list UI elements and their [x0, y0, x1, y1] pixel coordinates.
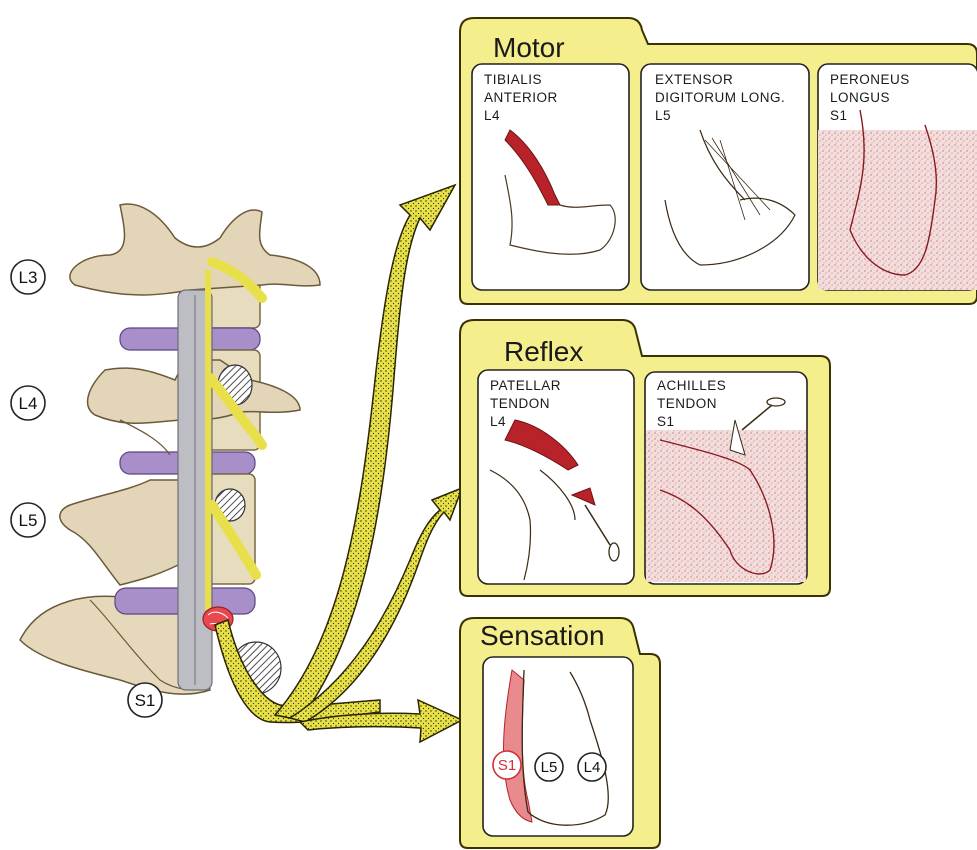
svg-text:LONGUS: LONGUS: [830, 90, 890, 105]
svg-text:S1: S1: [498, 757, 516, 774]
svg-text:S1: S1: [135, 691, 156, 710]
svg-text:S1: S1: [830, 108, 848, 123]
svg-text:L4: L4: [490, 414, 506, 429]
svg-text:PATELLAR: PATELLAR: [490, 378, 561, 393]
svg-text:TENDON: TENDON: [657, 396, 717, 411]
svg-text:ACHILLES: ACHILLES: [657, 378, 726, 393]
dermatome-label-l5: L5: [535, 753, 563, 781]
svg-text:L4: L4: [584, 759, 601, 776]
svg-text:TIBIALIS: TIBIALIS: [484, 72, 542, 87]
svg-text:L5: L5: [655, 108, 671, 123]
level-label-l4: L4: [11, 386, 45, 420]
svg-text:L5: L5: [541, 759, 558, 776]
svg-text:L4: L4: [484, 108, 500, 123]
sensation-title: Sensation: [480, 620, 605, 651]
svg-text:L4: L4: [19, 394, 38, 413]
level-label-l5: L5: [11, 503, 45, 537]
svg-text:S1: S1: [657, 414, 675, 429]
svg-text:PERONEUS: PERONEUS: [830, 72, 910, 87]
vertebra-l5-processes: [60, 480, 188, 585]
vertebra-l3-processes: [70, 204, 320, 295]
motor-panel: Motor TIBIALIS ANTERIOR L4 EXTENSOR DIGI…: [460, 18, 977, 304]
svg-text:TENDON: TENDON: [490, 396, 550, 411]
svg-text:L5: L5: [19, 511, 38, 530]
reflex-panel: Reflex PATELLAR TENDON L4 ACHILLES TENDO…: [460, 320, 830, 596]
spine: [20, 204, 320, 694]
dermatome-label-l4: L4: [578, 753, 606, 781]
sensation-panel: Sensation S1 L5 L4: [460, 618, 660, 848]
motor-title: Motor: [493, 32, 565, 63]
svg-text:EXTENSOR: EXTENSOR: [655, 72, 733, 87]
svg-text:DIGITORUM LONG.: DIGITORUM LONG.: [655, 90, 785, 105]
dermatome-label-s1: S1: [493, 751, 521, 779]
level-label-s1: S1: [128, 683, 162, 717]
reflex-title: Reflex: [504, 336, 583, 367]
vertebra-l4-lamina: [120, 420, 170, 455]
level-label-l3: L3: [11, 260, 45, 294]
svg-text:L3: L3: [19, 268, 38, 287]
svg-text:ANTERIOR: ANTERIOR: [484, 90, 558, 105]
